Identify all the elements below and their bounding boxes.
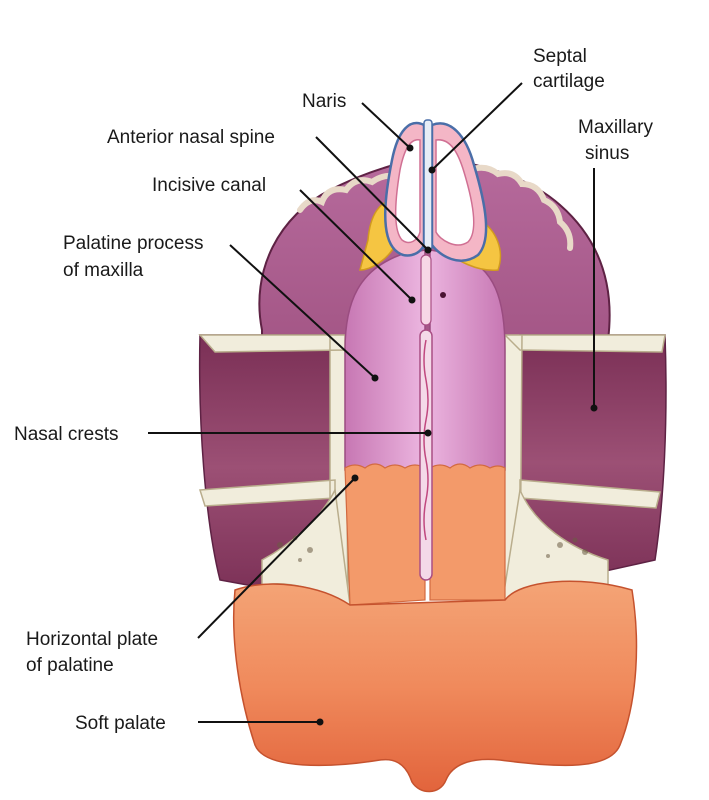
leader-dot-anterior-nasal-spine	[424, 246, 432, 254]
nasal-crest-line	[419, 329, 433, 581]
labels: Septal cartilage Naris Anterior nasal sp…	[14, 46, 658, 734]
leader-anterior-nasal-spine	[315, 136, 429, 251]
leader-lines	[148, 82, 598, 726]
label-nasal-crests: Nasal crests	[14, 424, 119, 445]
leader-naris	[361, 102, 411, 149]
alveolar-edge	[297, 164, 574, 251]
leader-dot-septal-cartilage	[428, 166, 436, 174]
soft-palate-shape	[232, 580, 638, 793]
label-maxillary-sinus: Maxillary sinus	[578, 117, 658, 164]
label-palatine-process: Palatine process of maxilla	[63, 233, 209, 281]
leader-horizontal-plate	[197, 477, 356, 639]
leader-dot-naris	[406, 144, 414, 152]
leader-dot-horizontal-plate	[351, 474, 359, 482]
leader-incisive-canal	[299, 189, 413, 301]
label-septal-cartilage: Septal cartilage	[533, 46, 605, 92]
right-sinus-block	[519, 334, 667, 591]
leader-septal-cartilage	[431, 82, 523, 171]
incisive-canal-shape	[420, 254, 432, 326]
label-incisive-canal: Incisive canal	[152, 175, 266, 196]
incisive-canal-dot	[440, 292, 446, 298]
label-naris: Naris	[302, 91, 346, 112]
leader-dot-maxillary-sinus	[590, 404, 598, 412]
median-suture	[423, 339, 429, 541]
leader-dot-soft-palate	[316, 718, 324, 726]
leader-dot-nasal-crests	[424, 429, 432, 437]
leader-palatine-process	[229, 244, 376, 379]
label-anterior-nasal-spine: Anterior nasal spine	[107, 127, 275, 148]
label-soft-palate: Soft palate	[75, 713, 166, 734]
leader-dot-palatine-process	[371, 374, 379, 382]
septal-cartilage-shape	[423, 119, 433, 251]
leader-dot-incisive-canal	[408, 296, 416, 304]
label-horizontal-plate: Horizontal plate of palatine	[26, 629, 163, 676]
